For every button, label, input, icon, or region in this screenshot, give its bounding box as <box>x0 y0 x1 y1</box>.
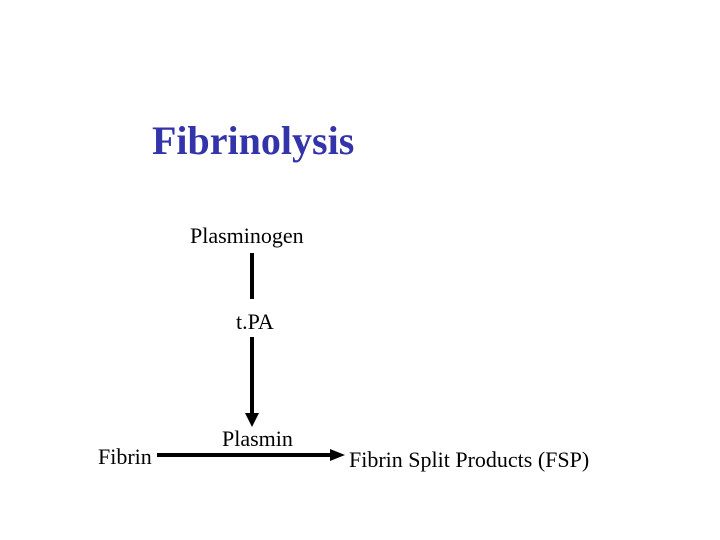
fibrin-label: Fibrin <box>98 444 152 469</box>
fsp-label: Fibrin Split Products (FSP) <box>349 447 590 472</box>
plasmin-label: Plasmin <box>222 426 293 451</box>
tpa-activation-arrow-head <box>245 413 259 427</box>
plasminogen-label: Plasminogen <box>190 223 304 248</box>
slide-title: Fibrinolysis <box>152 118 355 163</box>
tpa-label: t.PA <box>236 309 274 334</box>
fibrin-degradation-arrow-head <box>330 449 345 461</box>
